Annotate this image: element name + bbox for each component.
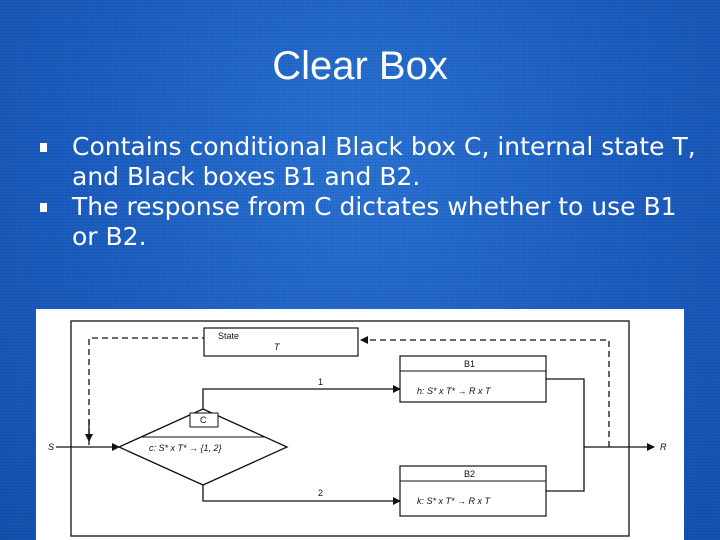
b1-box: [399, 355, 547, 403]
c-title: C: [200, 415, 207, 425]
input-label: S: [48, 442, 54, 452]
c-function: c: S* x T* → {1, 2}: [149, 443, 222, 453]
path-1-label: 1: [318, 377, 323, 387]
b1-function: h: S* x T* → R x T: [417, 386, 492, 396]
state-box-title: State: [218, 331, 239, 341]
bullet-text: Contains conditional Black box C, intern…: [72, 132, 696, 191]
square-bullet-icon: [40, 143, 47, 152]
path-2-line: [202, 485, 401, 505]
b1-title: B1: [464, 359, 475, 369]
b2-box: [399, 465, 547, 517]
path-1-line: [202, 385, 401, 409]
state-feedback-dashed-loop: [88, 337, 204, 445]
state-update-dashed-loop: [360, 336, 610, 447]
bullet-list: Contains conditional Black box C, intern…: [40, 132, 700, 252]
b2-output-line: [546, 447, 585, 492]
square-bullet-icon: [40, 203, 47, 212]
bullet-item: Contains conditional Black box C, intern…: [40, 132, 700, 192]
state-box: [203, 327, 359, 357]
clear-box-diagram: S State T C c: S* x T* → {1, 2} 1 2 B1 h…: [36, 309, 684, 540]
state-box-var: T: [274, 342, 281, 352]
b2-title: B2: [464, 469, 475, 479]
b1-output-line: [546, 378, 585, 447]
path-2-label: 2: [318, 488, 323, 498]
diagram-svg: S State T C c: S* x T* → {1, 2} 1 2 B1 h…: [48, 320, 667, 537]
bullet-text: The response from C dictates whether to …: [72, 192, 677, 251]
c-title-box: [189, 412, 219, 428]
c-decision-diamond: [117, 408, 289, 486]
bullet-item: The response from C dictates whether to …: [40, 192, 700, 252]
b2-function: k: S* x T* → R x T: [417, 496, 492, 506]
outer-frame: [70, 320, 630, 537]
output-label: R: [660, 442, 667, 452]
slide-title: Clear Box: [272, 44, 448, 88]
